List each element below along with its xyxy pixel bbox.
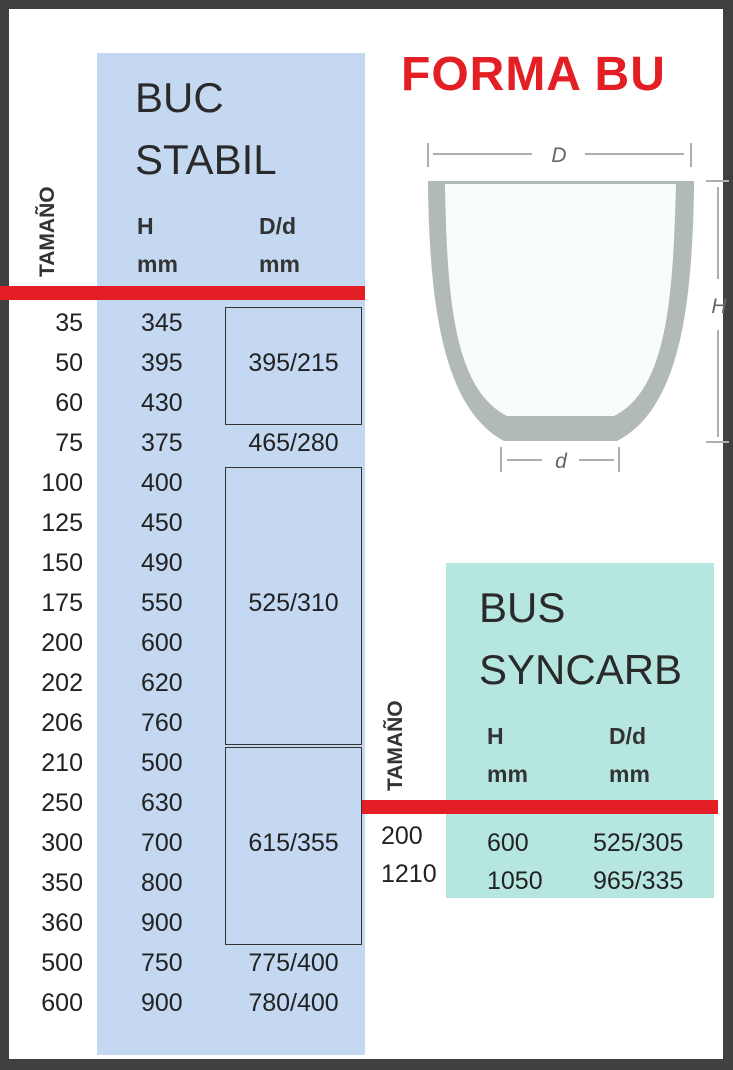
- bus-syncarb-panel: [446, 563, 714, 898]
- buc-size-cell: 210: [41, 749, 83, 777]
- bus-size-cell: 1210: [381, 860, 437, 888]
- buc-h-cell: 630: [141, 789, 183, 817]
- buc-size-cell: 175: [41, 589, 83, 617]
- buc-h-cell: 395: [141, 349, 183, 377]
- bus-col-h: H: [487, 723, 504, 749]
- bus-col-dd-unit: mm: [609, 761, 650, 787]
- buc-dd-cell: 615/355: [248, 829, 339, 857]
- bus-h-cell: 600: [487, 829, 529, 857]
- buc-dd-cell: 775/400: [248, 949, 339, 977]
- buc-size-cell: 600: [41, 989, 83, 1017]
- buc-dd-cell: 780/400: [248, 989, 339, 1017]
- bus-size-label: TAMAÑO: [384, 700, 407, 791]
- buc-dd-cell: 525/310: [248, 589, 339, 617]
- diagram-label-d: d: [555, 450, 568, 473]
- buc-size-cell: 100: [41, 469, 83, 497]
- buc-h-cell: 900: [141, 989, 183, 1017]
- bus-dd-cell: 965/335: [593, 867, 684, 895]
- buc-h-cell: 375: [141, 429, 183, 457]
- buc-stabil-column: [97, 53, 365, 1055]
- buc-h-cell: 430: [141, 389, 183, 417]
- buc-size-cell: 35: [55, 309, 83, 337]
- buc-dd-cell: 395/215: [248, 349, 339, 377]
- buc-size-cell: 350: [41, 869, 83, 897]
- bus-size-cell: 200: [381, 822, 423, 850]
- buc-header-divider: [0, 286, 365, 300]
- buc-h-cell: 550: [141, 589, 183, 617]
- bus-header-divider: [362, 800, 718, 814]
- buc-col-dd-unit: mm: [259, 251, 300, 277]
- bus-title-line2: SYNCARB: [479, 646, 683, 693]
- dd-group-box: [225, 467, 362, 745]
- buc-title-line1: BUC: [135, 74, 224, 121]
- buc-title-line2: STABIL: [135, 136, 277, 183]
- buc-h-cell: 900: [141, 909, 183, 937]
- buc-col-h-unit: mm: [137, 251, 178, 277]
- buc-size-cell: 206: [41, 709, 83, 737]
- bus-dd-cell: 525/305: [593, 829, 684, 857]
- forma-title: FORMA BU: [401, 48, 666, 101]
- buc-size-cell: 50: [55, 349, 83, 377]
- buc-h-cell: 750: [141, 949, 183, 977]
- bus-col-dd: D/d: [609, 723, 647, 749]
- bus-title-line1: BUS: [479, 584, 566, 631]
- bus-col-h-unit: mm: [487, 761, 528, 787]
- buc-size-cell: 202: [41, 669, 83, 697]
- dd-group-box: [225, 307, 362, 425]
- buc-size-cell: 60: [55, 389, 83, 417]
- buc-h-cell: 345: [141, 309, 183, 337]
- buc-h-cell: 620: [141, 669, 183, 697]
- buc-size-cell: 125: [41, 509, 83, 537]
- buc-h-cell: 400: [141, 469, 183, 497]
- buc-h-cell: 600: [141, 629, 183, 657]
- crucible-diagram: D H d: [427, 143, 729, 473]
- diagram-label-H: H: [711, 295, 727, 318]
- buc-size-cell: 300: [41, 829, 83, 857]
- buc-size-cell: 150: [41, 549, 83, 577]
- buc-size-cell: 200: [41, 629, 83, 657]
- bus-h-cell: 1050: [487, 867, 543, 895]
- buc-h-cell: 760: [141, 709, 183, 737]
- buc-h-cell: 490: [141, 549, 183, 577]
- buc-dd-cell: 465/280: [248, 429, 339, 457]
- spec-sheet: FORMA BU BUC STABIL H mm D/d mm TAMAÑO 3…: [0, 9, 729, 1059]
- buc-size-cell: 360: [41, 909, 83, 937]
- buc-h-cell: 800: [141, 869, 183, 897]
- buc-col-h: H: [137, 213, 154, 239]
- buc-h-cell: 450: [141, 509, 183, 537]
- buc-size-cell: 500: [41, 949, 83, 977]
- buc-col-dd: D/d: [259, 213, 297, 239]
- buc-size-cell: 75: [55, 429, 83, 457]
- buc-h-cell: 700: [141, 829, 183, 857]
- buc-h-cell: 500: [141, 749, 183, 777]
- buc-size-cell: 250: [41, 789, 83, 817]
- dd-group-box: [225, 747, 362, 945]
- buc-size-label: TAMAÑO: [36, 186, 59, 277]
- diagram-label-D: D: [551, 144, 566, 167]
